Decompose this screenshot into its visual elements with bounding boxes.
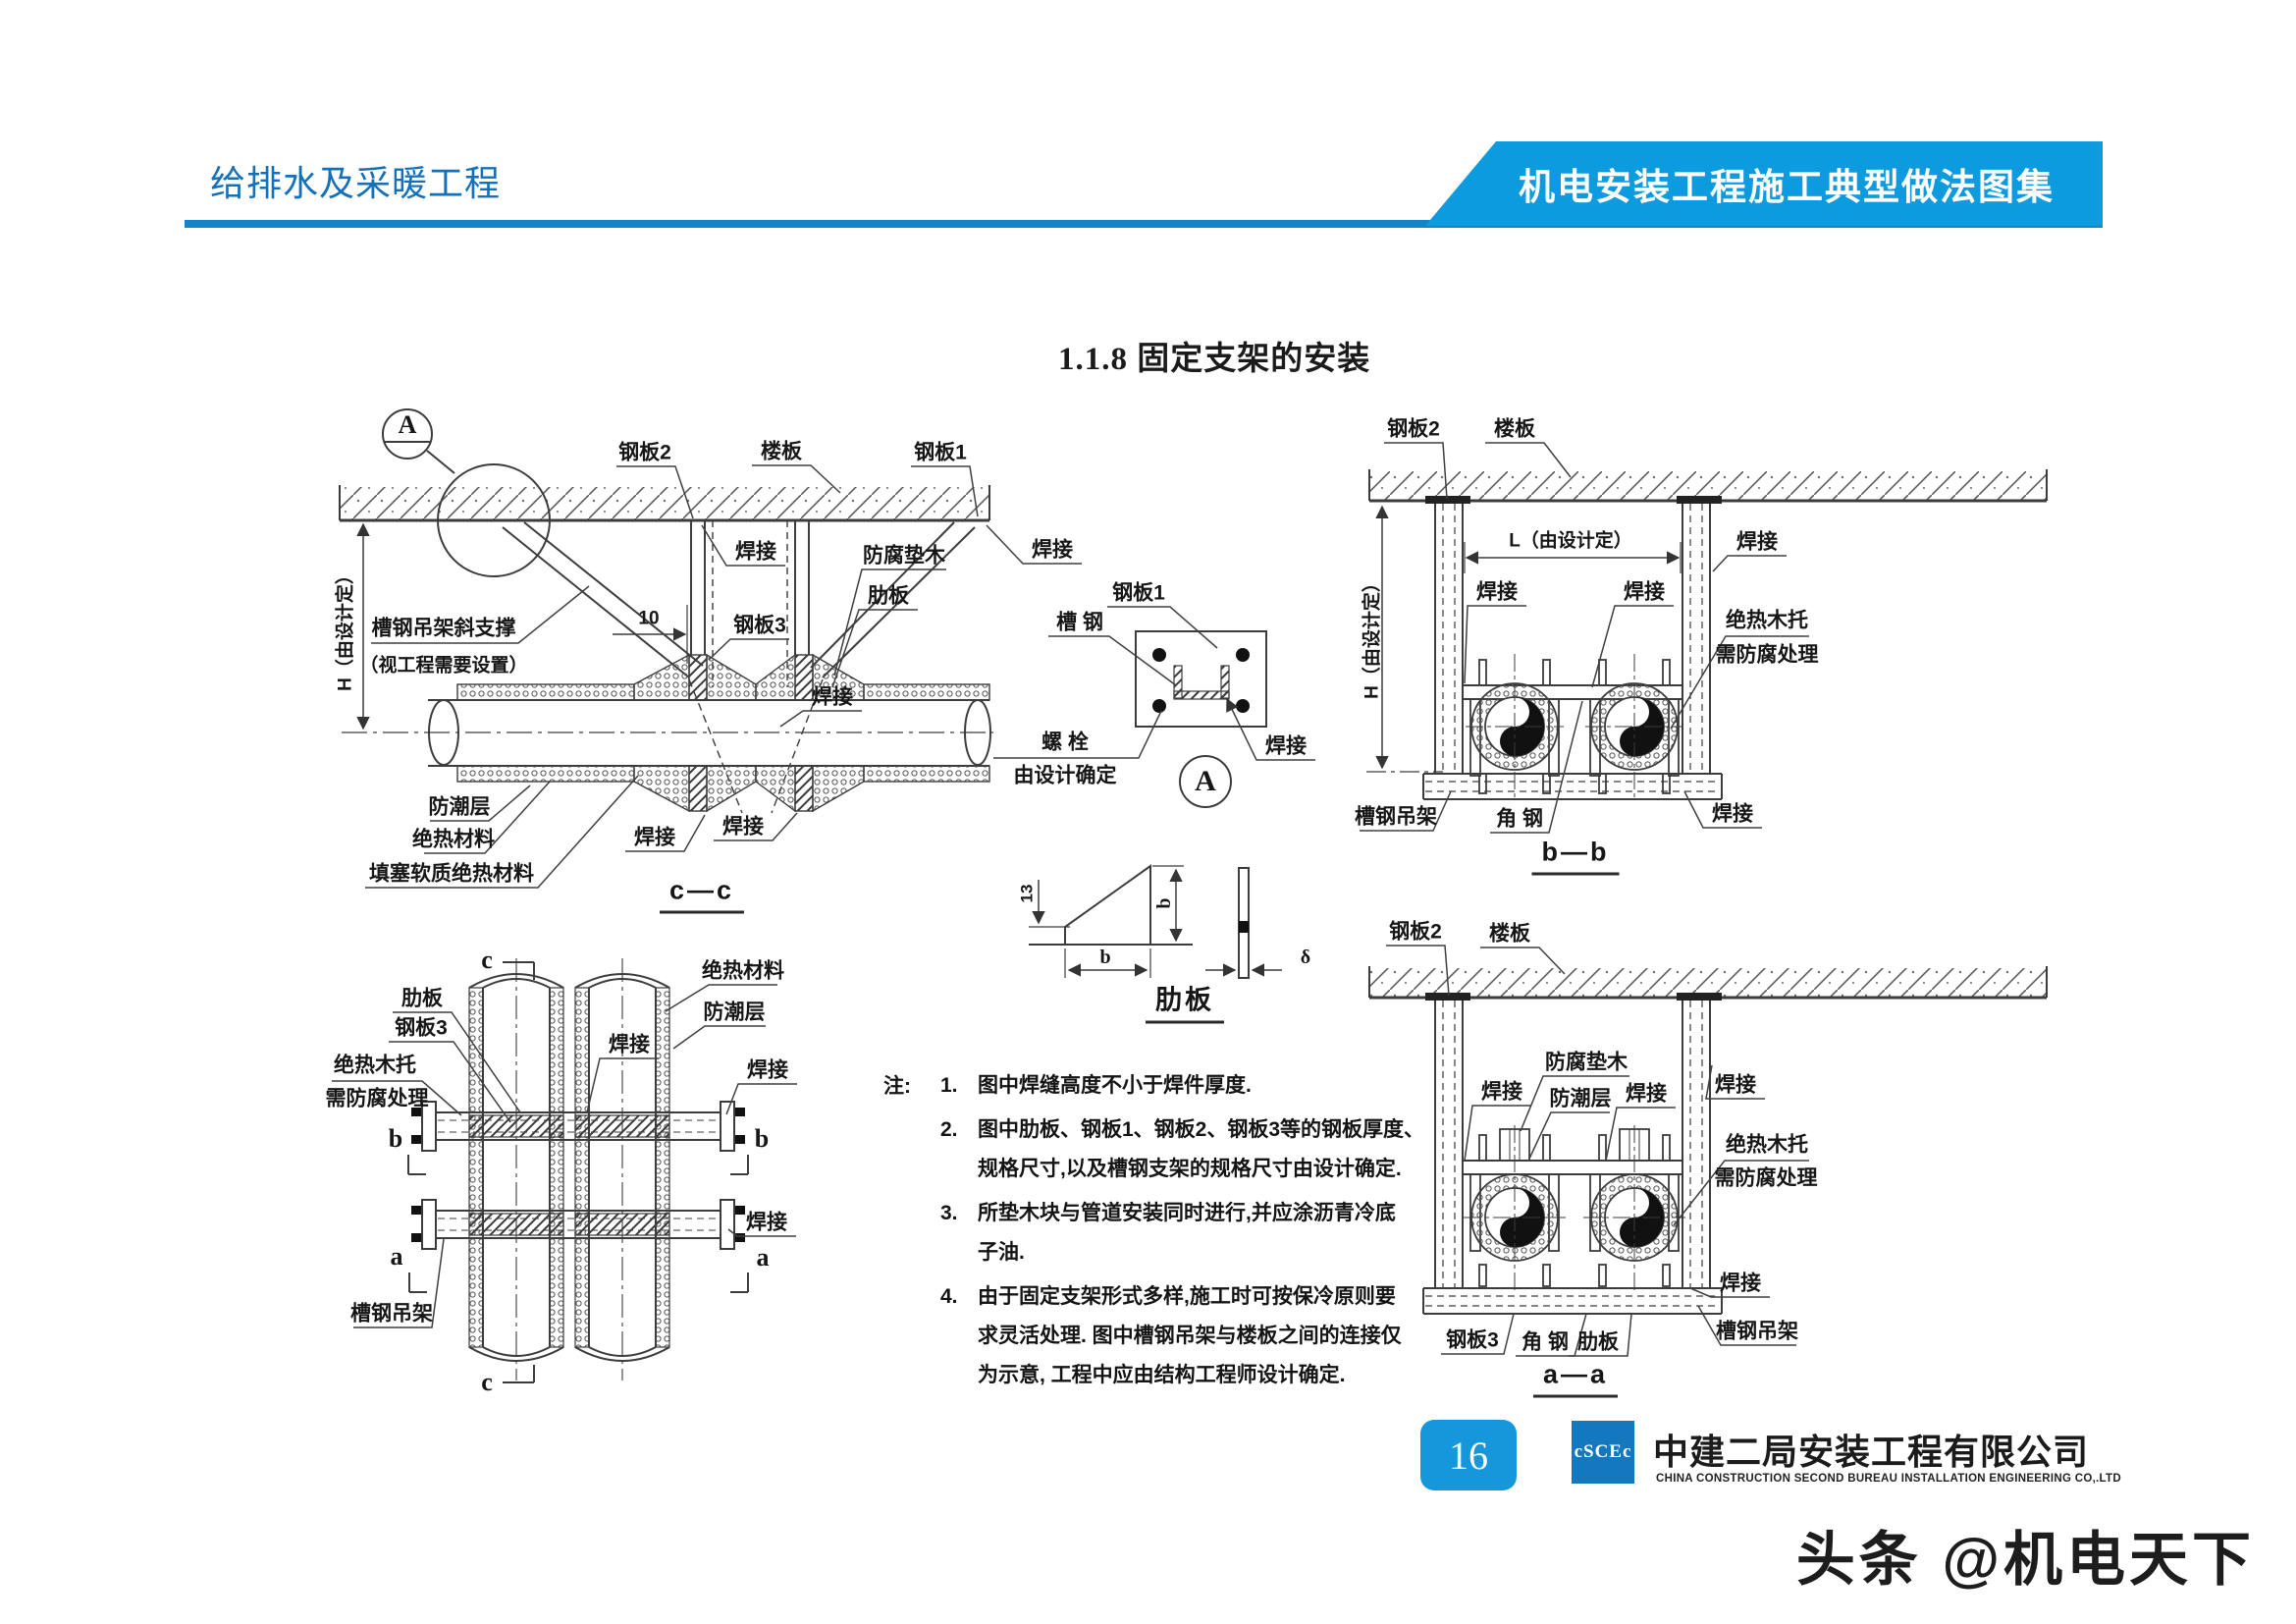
cscec-logo-text: cSCEc <box>1574 1441 1632 1462</box>
company-name-cn: 中建二局安装工程有限公司 <box>1653 1432 2090 1472</box>
page-header-title: 给排水及采暖工程 <box>210 164 502 203</box>
notes-block: 注: 1. 图中焊缝高度不小于焊件厚度. 2. 图中肋板、钢板1、钢板2、钢板3等的钢… <box>883 1066 1472 1400</box>
notes-items: 1. 图中焊缝高度不小于焊件厚度. 2. 图中肋板、钢板1、钢板2、钢板3等的钢板厚度… <box>940 1066 1472 1395</box>
note-item: 4. 由于固定支架形式多样,施工时可按保冷原则要 求灵活处理. 图中槽钢吊架与楼板… <box>940 1277 1472 1395</box>
note-text: 所垫木块与管道安装同时进行,并应涂沥青冷底 子油. <box>978 1202 1396 1264</box>
note-number: 3. <box>940 1202 958 1224</box>
cscec-logo: cSCEc <box>1572 1421 1634 1484</box>
page-number-badge: 16 <box>1420 1420 1517 1490</box>
notes-prefix: 注: <box>883 1075 911 1098</box>
note-text: 图中焊缝高度不小于焊件厚度. <box>978 1074 1252 1097</box>
header-banner: 机电安装工程施工典型做法图集 <box>1425 141 2103 226</box>
page-title: 1.1.8 固定支架的安装 <box>1058 342 1371 377</box>
note-number: 1. <box>940 1074 958 1097</box>
header-banner-text: 机电安装工程施工典型做法图集 <box>1519 167 2055 207</box>
note-item: 1. 图中焊缝高度不小于焊件厚度. <box>940 1066 1472 1106</box>
note-text: 图中肋板、钢板1、钢板2、钢板3等的钢板厚度、 规格尺寸,以及槽钢支架的规格尺寸… <box>978 1118 1425 1180</box>
note-item: 3. 所垫木块与管道安装同时进行,并应涂沥青冷底 子油. <box>940 1194 1472 1272</box>
note-number: 4. <box>940 1285 958 1308</box>
company-name-en: CHINA CONSTRUCTION SECOND BUREAU INSTALL… <box>1656 1473 2121 1485</box>
note-text: 由于固定支架形式多样,施工时可按保冷原则要 求灵活处理. 图中槽钢吊架与楼板之间… <box>978 1285 1402 1386</box>
note-item: 2. 图中肋板、钢板1、钢板2、钢板3等的钢板厚度、 规格尺寸,以及槽钢支架的规格… <box>940 1110 1472 1189</box>
header-rule <box>185 220 2103 228</box>
note-number: 2. <box>940 1118 958 1141</box>
watermark: 头条 @机电天下 <box>1795 1527 2255 1593</box>
